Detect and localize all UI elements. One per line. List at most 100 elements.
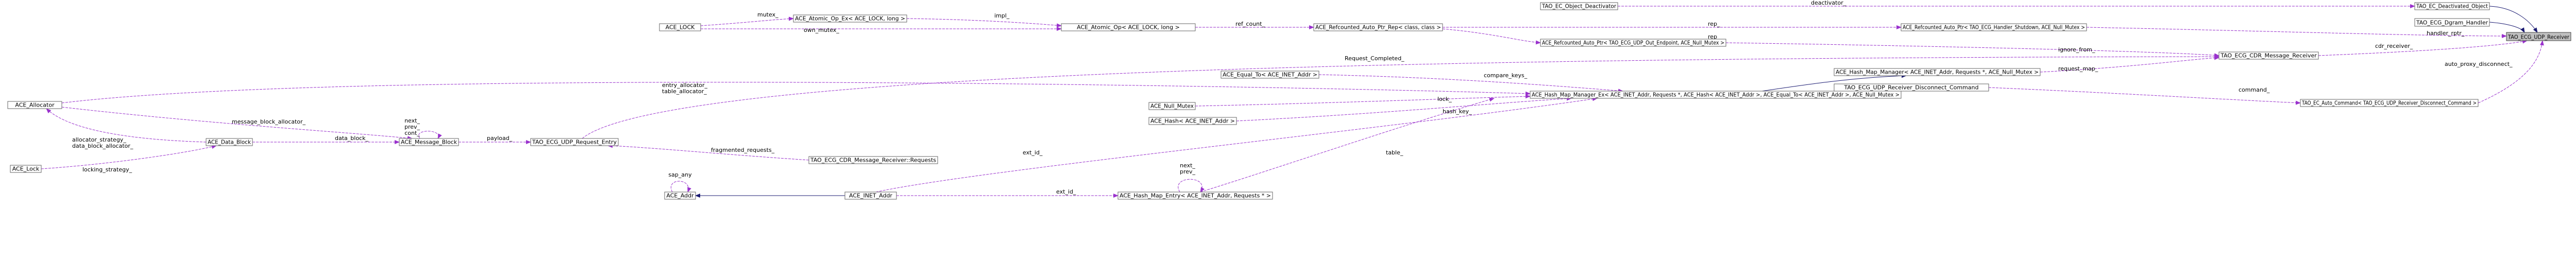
edge-line — [1725, 42, 2219, 58]
edge-refptr_handler-to-root — [2086, 27, 2507, 38]
edge-atomic_op_ex-to-atomic_op — [906, 18, 1062, 28]
edge-label-fragmented-requests: fragmented_requests_ — [711, 147, 775, 153]
node-label: TAO_ECG_CDR_Message_Receiver::Requests — [810, 157, 936, 164]
node-box — [2414, 18, 2490, 27]
node-box — [844, 192, 897, 200]
edge-label-impl: impl_ — [994, 12, 1010, 19]
node-hash-map-mgr[interactable]: ACE_Hash_Map_Manager< ACE_INET_Addr, Req… — [1834, 68, 2041, 76]
node-refptr-rep[interactable]: ACE_Refcounted_Auto_Ptr_Rep< class, clas… — [1313, 23, 1443, 31]
edge-ace_addr-to-ace_addr — [671, 181, 691, 193]
node-dgram[interactable]: TAO_ECG_Dgram_Handler — [2414, 18, 2490, 27]
edge-label-cdr-receiver: cdr_receiver_ — [2375, 43, 2413, 49]
node-disc-cmd[interactable]: TAO_ECG_UDP_Receiver_Disconnect_Command — [1834, 83, 1989, 92]
node-box — [206, 138, 253, 146]
node-auto-cmd[interactable]: TAO_EC_Auto_Command< TAO_ECG_UDP_Receive… — [2300, 99, 2479, 107]
node-box — [1061, 23, 1196, 31]
edge-line — [2478, 40, 2544, 103]
node-label: TAO_EC_Deactivated_Object — [2416, 3, 2488, 10]
node-box — [2218, 51, 2319, 60]
edge-line — [41, 145, 217, 169]
node-label: ACE_Lock — [12, 166, 40, 172]
edge-label-next-prev-cont: next_prev_cont_ — [404, 117, 420, 136]
edge-label-handler-rptr: handler_rptr_ — [2427, 30, 2465, 37]
node-box — [1530, 91, 1902, 99]
edge-line — [2040, 56, 2219, 73]
edge-allocator-to-message_block — [61, 107, 413, 141]
node-request-entry[interactable]: TAO_ECG_UDP_Request_Entry — [530, 138, 619, 146]
node-box — [1148, 102, 1196, 110]
edge-label-hash-key: hash_key_ — [1443, 108, 1472, 115]
node-label: ACE_Hash_Map_Manager< ACE_INET_Addr, Req… — [1836, 69, 2039, 76]
node-cdr-receiver[interactable]: TAO_ECG_CDR_Message_Receiver — [2218, 51, 2319, 60]
node-label: TAO_EC_Auto_Command< TAO_ECG_UDP_Receive… — [2301, 100, 2477, 107]
node-label: ACE_Message_Block — [401, 139, 457, 146]
edge-line — [2318, 39, 2528, 56]
edge-inet_addr-to-hash_map_mgr_ex — [875, 97, 1598, 193]
edge-label-next-prev: next_prev_ — [1180, 162, 1196, 175]
node-box — [1834, 68, 2041, 76]
node-label: TAO_EC_Object_Deactivator — [1541, 3, 1616, 10]
edge-line — [1200, 97, 1495, 193]
node-label: ACE_Hash_Map_Manager_Ex< ACE_INET_Addr, … — [1532, 92, 1900, 98]
node-hash-map-mgr-ex[interactable]: ACE_Hash_Map_Manager_Ex< ACE_INET_Addr, … — [1530, 91, 1902, 99]
edge-refptr_endpoint-to-cdr_receiver — [1725, 42, 2219, 58]
node-equal-to[interactable]: ACE_Equal_To< ACE_INET_Addr > — [1221, 71, 1319, 79]
node-box — [7, 101, 62, 109]
node-box — [1117, 192, 1273, 200]
node-label: ACE_Hash< ACE_INET_Addr > — [1150, 118, 1235, 125]
edge-label-sap-any: sap_any — [668, 171, 692, 178]
node-deactivated[interactable]: TAO_EC_Deactivated_Object — [2414, 2, 2490, 10]
node-label: TAO_ECG_UDP_Request_Entry — [532, 139, 617, 146]
edge-labels-layer: deactivator_handler_rptr_rep_rep_ref_cou… — [72, 0, 2513, 195]
edge-line — [582, 55, 2219, 139]
edge-label-locking-strategy: locking_strategy_ — [82, 166, 132, 173]
node-box — [1540, 39, 1726, 47]
node-box — [793, 14, 907, 23]
node-atomic-op[interactable]: ACE_Atomic_Op< ACE_LOCK, long > — [1061, 23, 1196, 31]
node-hash[interactable]: ACE_Hash< ACE_INET_Addr > — [1148, 117, 1237, 125]
node-root[interactable]: TAO_ECG_UDP_Receiver — [2506, 32, 2571, 41]
nodes-layer: TAO_ECG_UDP_Receiver TAO_EC_Deactivated_O… — [7, 2, 2571, 200]
node-atomic-op-ex[interactable]: ACE_Atomic_Op_Ex< ACE_LOCK, long > — [793, 14, 907, 23]
edge-label-compare-keys: compare_keys_ — [1484, 72, 1528, 79]
node-label: TAO_ECG_Dgram_Handler — [2416, 20, 2488, 26]
node-hash-map-entry[interactable]: ACE_Hash_Map_Entry< ACE_INET_Addr, Reque… — [1117, 192, 1273, 200]
node-label: ACE_Hash_Map_Entry< ACE_INET_Addr, Reque… — [1120, 193, 1271, 199]
node-ace-lock[interactable]: ACE_LOCK — [659, 23, 701, 31]
node-message-block[interactable]: ACE_Message_Block — [399, 138, 459, 146]
edge-allocator-to-hash_map_mgr_ex — [61, 82, 1531, 103]
edge-label-lock: lock_ — [1437, 96, 1452, 102]
edge-label-data-block: data_block_ — [335, 135, 368, 142]
node-box — [2300, 99, 2479, 107]
node-label: ACE_Refcounted_Auto_Ptr< TAO_ECG_Handler… — [1903, 24, 2085, 31]
node-box — [399, 138, 459, 146]
node-deactivator[interactable]: TAO_EC_Object_Deactivator — [1540, 2, 1618, 10]
edge-line — [671, 181, 691, 193]
edges-layer — [41, 4, 2544, 198]
edge-label-rep: rep_ — [1708, 21, 1720, 27]
node-allocator[interactable]: ACE_Allocator — [7, 101, 62, 109]
node-ace-addr[interactable]: ACE_Addr — [664, 192, 696, 200]
edge-line — [61, 82, 1531, 103]
node-cdr-requests[interactable]: TAO_ECG_CDR_Message_Receiver::Requests — [808, 156, 938, 164]
edge-line — [1442, 28, 1541, 45]
node-null-mutex[interactable]: ACE_Null_Mutex — [1148, 102, 1196, 110]
node-data-block[interactable]: ACE_Data_Block — [206, 138, 253, 146]
node-box — [1901, 23, 2087, 31]
node-ace-lock2[interactable]: ACE_Lock — [10, 165, 42, 173]
node-inet-addr[interactable]: ACE_INET_Addr — [844, 192, 897, 200]
edge-ace_lock-to-atomic_op_ex — [700, 16, 794, 26]
edge-auto_cmd-to-root — [2478, 40, 2544, 103]
edge-hash_map_mgr-to-cdr_receiver — [2040, 56, 2219, 73]
node-label: ACE_INET_Addr — [849, 193, 892, 199]
edge-equal_to-to-hash_map_mgr_ex — [1318, 74, 1623, 93]
edge-hash_map_entry-to-hash_map_entry — [1178, 179, 1205, 193]
node-refptr-endpoint[interactable]: ACE_Refcounted_Auto_Ptr< TAO_ECG_UDP_Out… — [1540, 39, 1726, 47]
node-refptr-handler[interactable]: ACE_Refcounted_Auto_Ptr< TAO_ECG_Handler… — [1901, 23, 2087, 31]
edge-dgram-to-root — [2489, 22, 2525, 33]
edge-label-table: table_ — [1386, 149, 1403, 156]
edge-line — [875, 97, 1598, 193]
edge-message_block-to-message_block — [418, 131, 442, 139]
edge-label-own-mutex: own_mutex_ — [804, 27, 839, 33]
node-label: ACE_Null_Mutex — [1150, 103, 1194, 110]
